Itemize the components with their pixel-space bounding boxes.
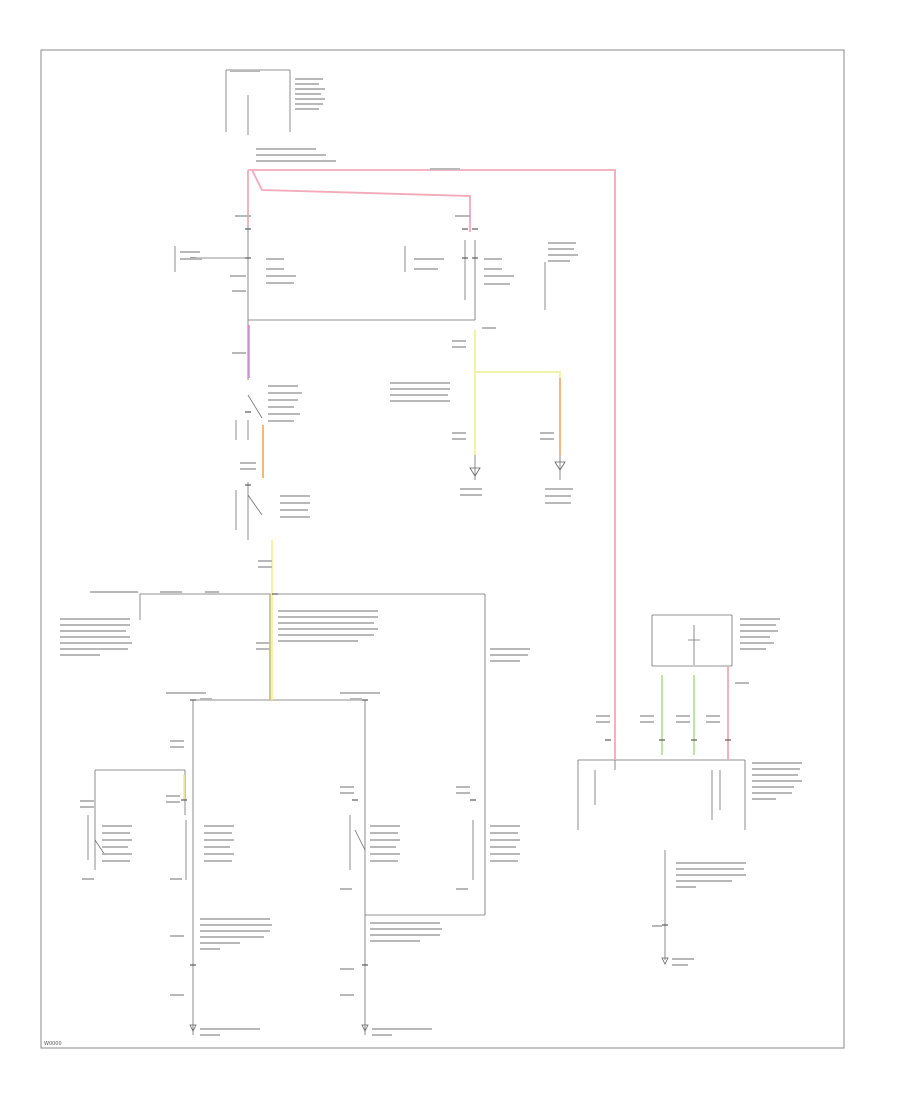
- yellow-wires: [183, 330, 561, 800]
- gray-wires: [87, 69, 746, 1035]
- diagram-corner-label: W0000: [44, 1041, 62, 1047]
- green-wires: [661, 675, 695, 755]
- connector-marks: [181, 228, 731, 966]
- pink-wire: [247, 169, 729, 760]
- ground-symbol: [189, 461, 669, 1032]
- orange-wires: [262, 378, 561, 478]
- label-blocks: [60, 70, 802, 1036]
- diagram-frame: [40, 49, 845, 1049]
